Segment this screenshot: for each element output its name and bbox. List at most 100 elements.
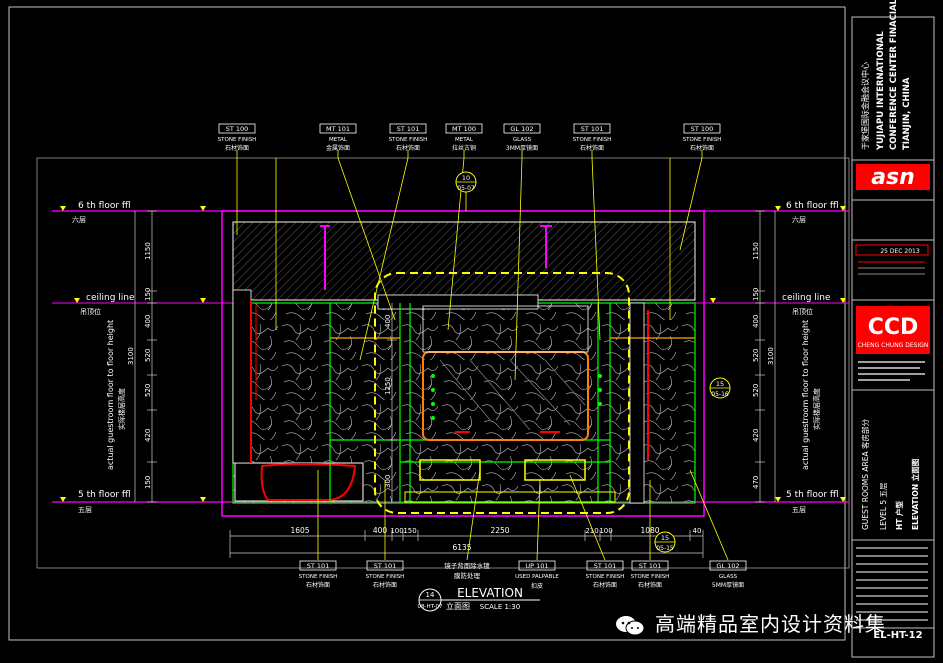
project-name-en1: YUJIAPU INTERNATIONAL xyxy=(876,31,886,151)
level-6-left: 6 th floor ffl xyxy=(78,201,131,211)
level-6-cn-right: 六层 xyxy=(792,215,806,224)
svg-text:STONE FINISH: STONE FINISH xyxy=(389,137,428,143)
svg-text:ST 100: ST 100 xyxy=(691,125,714,133)
height-label-cn-right: 实际楼层高度 xyxy=(812,388,821,430)
right-dim-0: 1150 xyxy=(752,242,760,260)
project-name-en3: TIANJIN, CHINA xyxy=(902,77,912,150)
svg-text:05-15: 05-15 xyxy=(656,545,674,552)
svg-text:ST 101: ST 101 xyxy=(639,562,662,570)
title-cn: 立面图 xyxy=(446,601,470,611)
callout-15-right: 15 05-16 xyxy=(709,377,731,399)
inner-dim-1: 1250 xyxy=(384,377,392,395)
left-dim-1: 150 xyxy=(144,288,152,301)
vanity-right xyxy=(524,459,586,481)
material-tag-bottom-1: ST 101 STONE FINISH 石材饰面 xyxy=(366,560,405,589)
svg-text:STONE FINISH: STONE FINISH xyxy=(586,574,625,580)
svg-text:GL 102: GL 102 xyxy=(716,562,739,570)
svg-text:GLASS: GLASS xyxy=(719,574,738,580)
material-tag-bottom-3: UP 101 USED PALPABLE 扣皮 xyxy=(515,560,559,590)
issue-date: 25 DEC 2013 xyxy=(880,248,920,255)
level-label: LEVEL 5 五层 xyxy=(879,482,888,530)
svg-text:05-16: 05-16 xyxy=(711,391,729,398)
svg-text:石材饰面: 石材饰面 xyxy=(396,144,420,152)
bottom-dim-4: 2250 xyxy=(490,526,509,535)
material-tag-top-6: ST 100 STONE FINISH 石材饰面 xyxy=(683,123,722,152)
svg-text:3MM厚镜面: 3MM厚镜面 xyxy=(506,144,538,152)
svg-text:STONE FINISH: STONE FINISH xyxy=(218,137,257,143)
ccd-logo-text: CCD xyxy=(868,315,919,340)
ht-label: HT 户型 xyxy=(894,500,904,530)
ccd-logo-sub: CHENG CHUNG DESIGN xyxy=(858,342,929,349)
level-markers xyxy=(60,206,846,502)
svg-text:石材饰面: 石材饰面 xyxy=(690,144,714,152)
level-5-cn-right: 五层 xyxy=(792,506,806,514)
title-text: ELEVATION xyxy=(457,586,523,600)
ceiling-cn-right: 吊顶位 xyxy=(792,307,813,316)
left-dim-6: 150 xyxy=(144,476,152,489)
svg-text:ST 101: ST 101 xyxy=(397,125,420,133)
material-tag-bottom-0: ST 101 STONE FINISH 石材饰面 xyxy=(299,560,338,589)
project-name-cn: 于家堡国际金融会议中心 xyxy=(860,62,870,150)
svg-text:MT 100: MT 100 xyxy=(452,125,476,133)
left-dimension xyxy=(134,210,157,503)
svg-text:STONE FINISH: STONE FINISH xyxy=(683,137,722,143)
inner-dim-0: 400 xyxy=(384,315,392,328)
svg-text:石材饰面: 石材饰面 xyxy=(638,581,662,589)
bottom-dimension xyxy=(229,530,704,558)
svg-text:15: 15 xyxy=(661,534,669,542)
material-tag-top-2: ST 101 STONE FINISH 石材饰面 xyxy=(389,123,428,152)
right-dim-3: 520 xyxy=(752,349,760,362)
inner-dim-2: 300 xyxy=(384,475,392,488)
right-dim-6: 470 xyxy=(752,476,760,489)
right-dim-1: 150 xyxy=(752,288,760,301)
right-dim-2: 400 xyxy=(752,315,760,328)
svg-text:镜子背面除水镀: 镜子背面除水镀 xyxy=(444,561,490,570)
level-5-right: 5 th floor ffl xyxy=(786,490,839,500)
bottom-dim-0: 1605 xyxy=(290,526,309,535)
right-dim-5: 420 xyxy=(752,429,760,442)
ccd-info-lines xyxy=(858,361,925,381)
bottom-dim-2: 100 xyxy=(390,527,403,535)
bottom-dim-1: 400 xyxy=(373,526,388,535)
svg-text:GLASS: GLASS xyxy=(513,137,532,143)
material-tag-bottom-5: ST 101 STONE FINISH 石材饰面 xyxy=(631,560,670,589)
wall-elevation xyxy=(221,210,705,517)
svg-text:STONE FINISH: STONE FINISH xyxy=(631,574,670,580)
ccd-logo xyxy=(856,306,930,354)
area-label: GUEST ROOMS AREA 客房部分 xyxy=(860,418,870,530)
svg-text:METAL: METAL xyxy=(455,137,474,143)
bathtub xyxy=(234,462,364,502)
project-name-en2: CONFERENCE CENTER FINACIAL xyxy=(889,0,899,150)
svg-text:GL 102: GL 102 xyxy=(510,125,533,133)
callout-10: 10 05-07 xyxy=(455,171,477,193)
svg-text:STONE FINISH: STONE FINISH xyxy=(299,574,338,580)
svg-text:ST 101: ST 101 xyxy=(581,125,604,133)
bottom-dim-total: 6135 xyxy=(452,543,471,552)
material-tag-bottom-6: GL 102 GLASS 5MM厚镜面 xyxy=(709,560,747,589)
svg-text:石材饰面: 石材饰面 xyxy=(225,144,249,152)
title-ref-sheet: 08-HT-07 xyxy=(418,604,443,610)
right-dim-4: 520 xyxy=(752,384,760,397)
left-dim-3: 520 xyxy=(144,349,152,362)
asn-logo-text: asn xyxy=(871,165,915,190)
watermark-text: 高端精品室内设计资料集 xyxy=(655,612,886,636)
left-dim-0: 1150 xyxy=(144,242,152,260)
svg-text:ST 101: ST 101 xyxy=(594,562,617,570)
inner-dimension xyxy=(387,303,397,502)
svg-text:USED PALPABLE: USED PALPABLE xyxy=(515,574,559,580)
ceiling-left: ceiling line xyxy=(86,293,135,303)
material-tag-top-3: MT 100 METAL 拉丝古铜 xyxy=(445,123,483,152)
svg-text:10: 10 xyxy=(462,174,470,182)
bottom-dim-3: 150 xyxy=(403,527,416,535)
left-dim-total: 3100 xyxy=(127,347,135,365)
revision-bars xyxy=(856,547,928,621)
height-label-left: actual guestroom floor to floor height xyxy=(106,320,115,470)
svg-text:ST 101: ST 101 xyxy=(307,562,330,570)
svg-text:STONE FINISH: STONE FINISH xyxy=(573,137,612,143)
material-tag-top-4: GL 102 GLASS 3MM厚镜面 xyxy=(503,123,541,152)
left-dim-4: 520 xyxy=(144,384,152,397)
title-ref-num: 14 xyxy=(426,591,435,599)
leaders-bottom xyxy=(317,469,729,561)
bottom-dim-8: 40 xyxy=(693,527,702,535)
svg-text:STONE FINISH: STONE FINISH xyxy=(366,574,405,580)
